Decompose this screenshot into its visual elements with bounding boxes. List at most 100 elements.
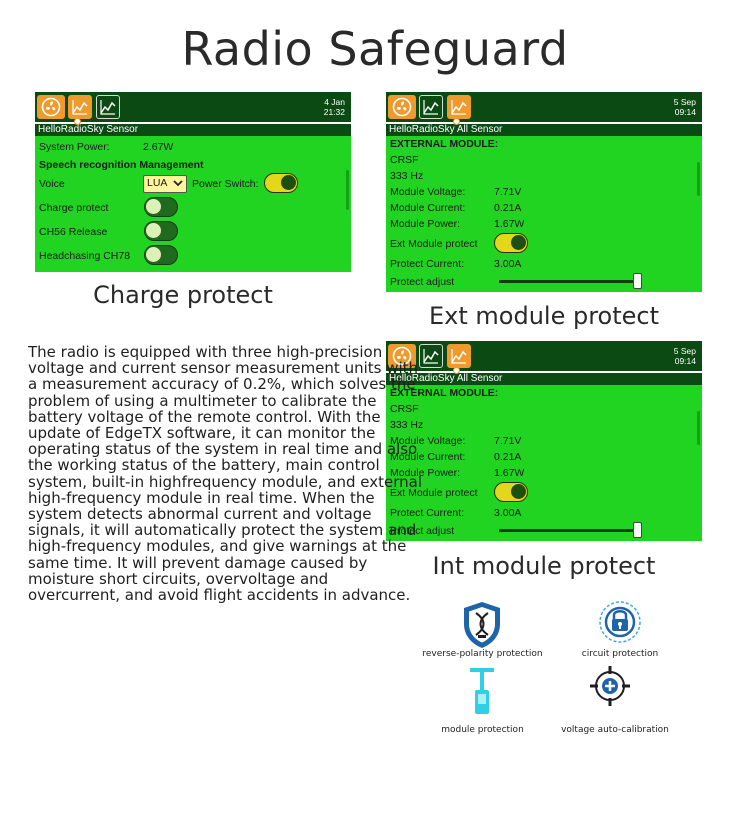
power-switch-toggle[interactable]: [264, 173, 298, 193]
module-protect-label: Ext Module protect: [390, 487, 478, 499]
protect-adjust-label: Protect adjust: [390, 276, 455, 288]
module-voltage-label: Module Voltage:: [390, 435, 466, 447]
feature-label: circuit protection: [581, 649, 659, 659]
int-module-screen: 5 Sep 09:14 HelloRadioSky All Sensor EXT…: [386, 341, 702, 541]
feature-module: module protection: [410, 666, 555, 738]
screen-topbar: 4 Jan 21:32: [35, 92, 351, 125]
charge-protect-caption: Charge protect: [93, 281, 273, 309]
ch56-release-toggle[interactable]: [144, 221, 178, 241]
scrollbar[interactable]: [697, 411, 700, 445]
tab-sensor[interactable]: [419, 344, 443, 368]
description-text: The radio is equipped with three high-pr…: [28, 343, 423, 605]
module-antenna-icon: [470, 668, 494, 714]
date-text: 5 Sep: [673, 346, 696, 356]
ext-module-screen: 5 Sep 09:14 HelloRadioSky All Sensor EXT…: [386, 92, 702, 292]
active-tab-indicator: [453, 367, 460, 374]
protect-current-label: Protect Current:: [390, 258, 465, 270]
protect-adjust-thumb[interactable]: [633, 273, 642, 289]
screen-header: HelloRadioSky Sensor: [35, 124, 351, 136]
ext-module-protect-label: Ext Module protect: [390, 238, 478, 250]
feature-label: reverse-polarity protection: [422, 649, 543, 659]
rate-value: 333 Hz: [390, 419, 424, 431]
circuit-lock-icon: [599, 601, 641, 643]
system-power-label: System Power:: [39, 141, 110, 153]
power-switch-label: Power Switch:: [192, 178, 259, 190]
module-title: EXTERNAL MODULE:: [390, 138, 499, 150]
clock: 5 Sep 09:14: [674, 346, 696, 366]
crosshair-plus-icon: [590, 666, 630, 706]
module-voltage-label: Module Voltage:: [390, 186, 466, 198]
reverse-polarity-shield-icon: [464, 602, 500, 648]
module-voltage-value: 7.71V: [494, 435, 522, 447]
protect-current-label: Protect Current:: [390, 507, 465, 519]
chart-icon: [451, 100, 467, 115]
chart-icon: [451, 349, 467, 364]
module-power-value: 1.67W: [494, 467, 525, 479]
chevron-down-icon: [173, 180, 183, 187]
protect-current-value: 3.00A: [494, 507, 522, 519]
clock: 5 Sep 09:14: [674, 97, 696, 117]
charge-protect-toggle[interactable]: [144, 197, 178, 217]
chart-icon: [72, 100, 88, 115]
screen-header: HelloRadioSky All Sensor: [386, 373, 702, 385]
menu-button[interactable]: [388, 95, 416, 119]
date-text: 4 Jan: [324, 97, 345, 107]
fan-icon: [41, 97, 61, 117]
protect-adjust-slider[interactable]: [499, 529, 642, 532]
headchasing-toggle[interactable]: [144, 245, 178, 265]
int-module-caption: Int module protect: [432, 552, 656, 580]
tab-telemetry[interactable]: [96, 95, 120, 119]
time-text: 09:14: [674, 107, 696, 117]
module-protect-toggle[interactable]: [494, 482, 528, 502]
rate-value: 333 Hz: [390, 170, 424, 182]
feature-voltage-calibration: voltage auto-calibration: [555, 662, 675, 738]
fan-icon: [392, 97, 412, 117]
feature-circuit: circuit protection: [560, 596, 680, 666]
header-separator: [386, 371, 702, 373]
voice-select[interactable]: LUA: [143, 175, 187, 193]
module-title: EXTERNAL MODULE:: [390, 387, 499, 399]
voice-select-value: LUA: [147, 177, 168, 189]
tab-all-sensor[interactable]: [447, 344, 471, 368]
scrollbar[interactable]: [346, 170, 349, 210]
chart-icon: [423, 349, 439, 364]
ext-module-caption: Ext module protect: [428, 302, 659, 330]
module-current-label: Module Current:: [390, 451, 466, 463]
module-power-label: Module Power:: [390, 218, 461, 230]
module-current-label: Module Current:: [390, 202, 466, 214]
scrollbar[interactable]: [697, 162, 700, 196]
feature-reverse-polarity: reverse-polarity protection: [410, 596, 555, 666]
module-voltage-value: 7.71V: [494, 186, 522, 198]
ch56-release-label: CH56 Release: [39, 226, 108, 238]
module-current-value: 0.21A: [494, 202, 522, 214]
tab-sensor[interactable]: [68, 95, 92, 119]
charge-protect-screen: 4 Jan 21:32 HelloRadioSky Sensor System …: [35, 92, 351, 272]
time-text: 09:14: [674, 356, 696, 366]
system-power-value: 2.67W: [143, 141, 174, 153]
screen-topbar: 5 Sep 09:14: [386, 341, 702, 374]
module-current-value: 0.21A: [494, 451, 522, 463]
section-title: Speech recognition Management: [39, 159, 204, 171]
active-tab-indicator: [453, 118, 460, 125]
date-text: 5 Sep: [673, 97, 696, 107]
protect-current-value: 3.00A: [494, 258, 522, 270]
protect-adjust-slider[interactable]: [499, 280, 642, 283]
menu-button[interactable]: [37, 95, 65, 119]
screen-topbar: 5 Sep 09:14: [386, 92, 702, 125]
fan-icon: [392, 346, 412, 366]
charge-protect-label: Charge protect: [39, 202, 109, 214]
module-power-label: Module Power:: [390, 467, 461, 479]
feature-label: module protection: [441, 725, 524, 735]
time-text: 21:32: [323, 107, 345, 117]
voice-label: Voice: [39, 178, 65, 190]
page-title: Radio Safeguard: [181, 22, 569, 76]
tab-all-sensor[interactable]: [447, 95, 471, 119]
protect-adjust-label: Protect adjust: [390, 525, 455, 537]
active-tab-indicator: [74, 118, 81, 125]
protocol-value: CRSF: [390, 154, 419, 166]
ext-module-protect-toggle[interactable]: [494, 233, 528, 253]
header-separator: [386, 122, 702, 124]
protect-adjust-thumb[interactable]: [633, 522, 642, 538]
tab-sensor[interactable]: [419, 95, 443, 119]
menu-button[interactable]: [388, 344, 416, 368]
